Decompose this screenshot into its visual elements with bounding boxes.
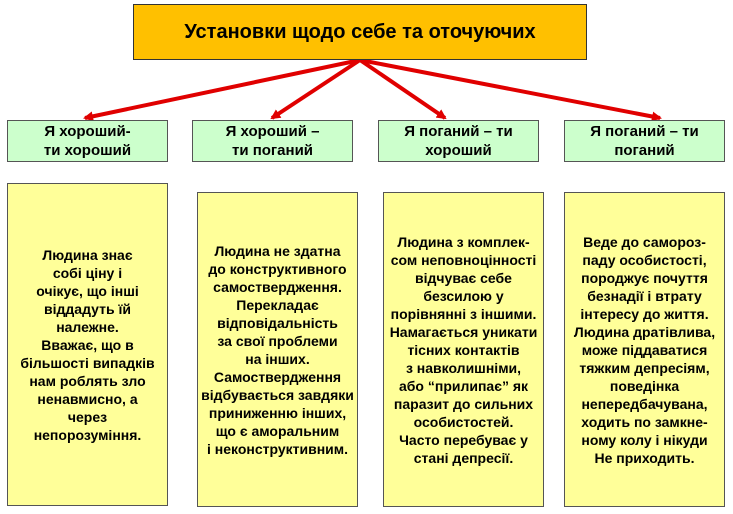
description-text-1: Людина знає собі ціну і очікує, що інші … xyxy=(20,246,155,443)
diagram-title: Установки щодо себе та оточуючих xyxy=(133,4,587,60)
category-label-1: Я хороший- ти хороший xyxy=(43,123,132,159)
category-label-4: Я поганий – ти поганий xyxy=(590,123,699,159)
description-box-2: Людина не здатна до конструктивного само… xyxy=(197,192,358,507)
category-box-2: Я хороший – ти поганий xyxy=(192,120,353,162)
description-box-1: Людина знає собі ціну і очікує, що інші … xyxy=(7,183,168,506)
diagram-title-text: Установки щодо себе та оточуючих xyxy=(184,20,536,43)
description-text-3: Людина з комплек- сом неповноцінності ві… xyxy=(389,233,538,466)
category-box-4: Я поганий – ти поганий xyxy=(564,120,725,162)
arrow-to-category-3 xyxy=(358,58,447,120)
description-box-4: Веде до самороз- паду особистості, пород… xyxy=(564,192,725,507)
description-text-4: Веде до самороз- паду особистості, пород… xyxy=(573,233,716,466)
category-box-1: Я хороший- ти хороший xyxy=(7,120,168,162)
category-box-3: Я поганий – ти хороший xyxy=(378,120,539,162)
category-label-3: Я поганий – ти хороший xyxy=(404,123,513,159)
arrow-to-category-2 xyxy=(270,58,362,120)
description-text-2: Людина не здатна до конструктивного само… xyxy=(201,242,354,457)
arrow-to-category-4 xyxy=(359,58,662,122)
arrow-to-category-1 xyxy=(83,58,361,122)
category-label-2: Я хороший – ти поганий xyxy=(225,123,320,159)
description-box-3: Людина з комплек- сом неповноцінності ві… xyxy=(383,192,544,507)
